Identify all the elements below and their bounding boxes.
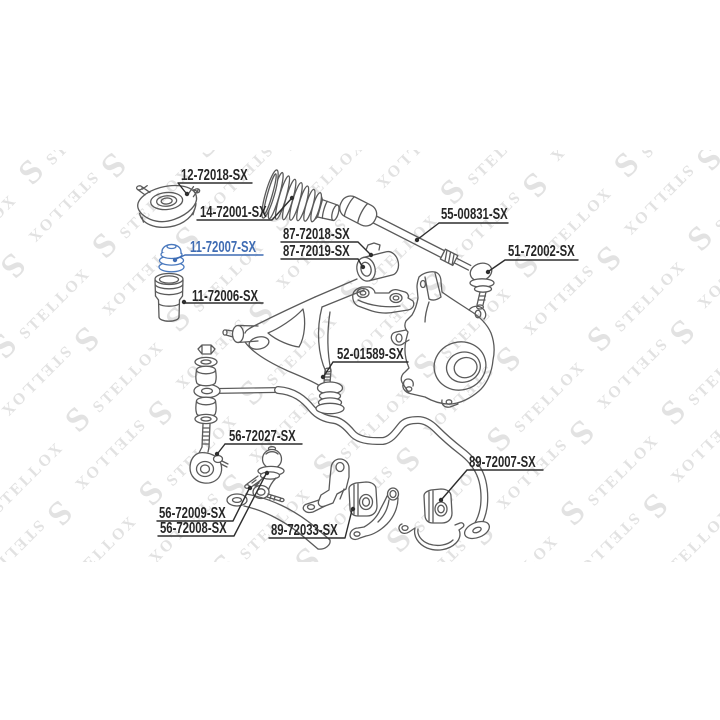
label-ball-joint: 52-01589-SX bbox=[337, 346, 404, 363]
bracket-plate-drawing bbox=[352, 286, 415, 314]
label-tie-rod-end: 51-72002-SX bbox=[508, 243, 575, 260]
stabilizer-bushing-inner-drawing bbox=[302, 458, 378, 517]
label-leader-lines bbox=[156, 182, 579, 539]
strut-boot-drawing bbox=[261, 169, 340, 223]
bump-stop-drawing bbox=[158, 243, 185, 273]
tie-rod-end-drawing bbox=[469, 262, 495, 310]
label-bump-stop: 11-72007-SX bbox=[190, 239, 257, 256]
stabilizer-clamp-mid-drawing bbox=[349, 487, 400, 541]
label-arm-bushing-b: 87-72019-SX bbox=[283, 243, 350, 260]
label-link-kit-b: 56-72008-SX bbox=[160, 520, 227, 537]
stabilizer-link-stack-drawing bbox=[189, 344, 229, 484]
stabilizer-bushing-outer-drawing bbox=[398, 488, 465, 551]
arm-bushing-drawing bbox=[356, 242, 400, 282]
dust-cover-drawing bbox=[154, 272, 184, 322]
link-kit-drawing bbox=[244, 446, 285, 503]
strut-mount-drawing bbox=[135, 184, 201, 228]
label-strut-mount: 12-72018-SX bbox=[181, 167, 248, 184]
label-stabilizer-bushing-outer: 89-72007-SX bbox=[469, 454, 536, 471]
label-dust-cover: 11-72006-SX bbox=[192, 288, 259, 305]
label-stabilizer-bushing-inner: 89-72033-SX bbox=[271, 522, 338, 539]
label-strut-boot: 14-72001-SX bbox=[200, 204, 267, 221]
label-arm-bushing-a: 87-72018-SX bbox=[283, 226, 350, 243]
label-stabilizer-link-bolt: 56-72027-SX bbox=[229, 428, 296, 445]
leader-dots bbox=[172, 191, 491, 512]
label-link-kit-a: 56-72009-SX bbox=[159, 505, 226, 522]
steering-knuckle-drawing bbox=[390, 271, 495, 408]
tie-rod-axial-drawing bbox=[339, 195, 472, 271]
label-tie-rod-axial: 55-00831-SX bbox=[441, 206, 508, 223]
